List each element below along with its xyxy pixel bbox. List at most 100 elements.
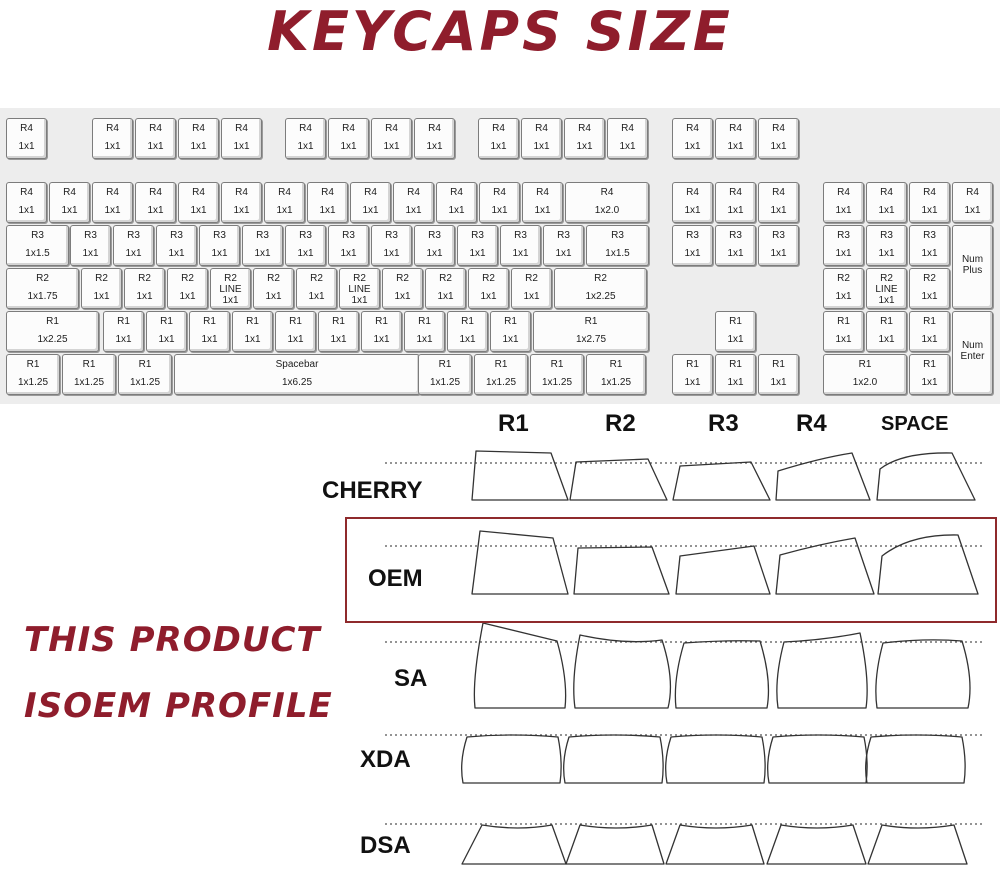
keycap-row-label: R4 [428, 123, 441, 134]
keycap-size-label: 1x1 [190, 205, 207, 216]
keycap-size-label: 1x1 [576, 141, 593, 152]
product-note-line2: ISOEM PROFILE [24, 686, 333, 726]
keycap-size-label: 1x1.75 [27, 291, 58, 302]
keycap-row-label: R1 [438, 359, 452, 370]
keycap-row-label: R1 [494, 359, 508, 370]
keycap-row-label: R2 [482, 273, 495, 284]
keycap-row-label: R4 [686, 187, 699, 198]
keycap-size-label: 1x1 [459, 334, 476, 345]
keycap-size-label: 1x1 [383, 141, 400, 152]
keycap-row-label: R4 [493, 187, 506, 198]
keycap-size-label: 1x1 [727, 248, 744, 259]
dsa-r3-outline [665, 824, 765, 865]
keycap-row-label: R3 [686, 230, 699, 241]
oem-space-outline [877, 534, 979, 595]
keycap-size-label: 1x1 [555, 248, 572, 259]
keycap-row-label: R2 [923, 273, 936, 284]
profile-label-sa: SA [394, 665, 428, 692]
keycap-size-label: 1x1 [179, 291, 196, 302]
keycap-size-label: 1x2.0 [852, 377, 878, 388]
keycap-size-label: 1x1 [437, 291, 454, 302]
keycap-row-label: R1 [160, 316, 173, 327]
keycap-row-label: R1 [858, 359, 872, 370]
keycap-row-label: R4 [535, 123, 548, 134]
keycap-row-label: R4 [729, 187, 742, 198]
xda-r1-outline [461, 734, 562, 784]
keycap-size-label: 1x1 [136, 291, 153, 302]
keycap-row-label: R1 [584, 316, 598, 327]
keycap-row-label: R4 [772, 187, 785, 198]
keycap-size-label: 1x1 [684, 141, 701, 152]
keycap-row-label: R4 [407, 187, 420, 198]
dsa-r4-outline [766, 824, 867, 865]
keycap-size-label: 1x1 [340, 248, 357, 259]
keycap-size-label: 1x6.25 [281, 377, 313, 388]
keycap-size-label: 1x1 [490, 141, 507, 152]
keycap-size-label: 1x1 [770, 205, 787, 216]
keycap-row-label: R4 [321, 187, 334, 198]
keycap-size-label: 1x1 [104, 141, 121, 152]
keycap-row-label: R2 [267, 273, 280, 284]
keycap-row-label: R1 [375, 316, 388, 327]
keycap-size-label: 1x1 [534, 205, 551, 216]
keycap-size-label: 1x1 [297, 248, 314, 259]
keycap-size-label: 1x1 [512, 248, 529, 259]
keycap-row-label: R1 [246, 316, 259, 327]
keycap-row-label: R2 [181, 273, 194, 284]
sa-space-outline [875, 639, 971, 709]
keycap-size-label: 1x1 [878, 248, 895, 259]
keycap-row-label: R4 [235, 123, 248, 134]
keycap-r1: R1 1x2.0 [823, 354, 907, 395]
keycap-size-label: 1x1 [835, 334, 852, 345]
keycap-row-label: R2 [310, 273, 323, 284]
keycap-row-label: R1 [609, 359, 623, 370]
column-label-space: SPACE [881, 413, 949, 435]
keycap-size-label: 1x1 [233, 141, 250, 152]
keycap-row-label: R3 [256, 230, 269, 241]
keycap-size-label: 1x1 [297, 141, 314, 152]
keycap-size-label: 1x1 [233, 205, 250, 216]
keycap-row-label: R1 [880, 316, 893, 327]
keycap-row-label: R4 [772, 123, 785, 134]
highlight-box [345, 517, 997, 623]
keycap-row-label: R2 [95, 273, 108, 284]
keycap-row-label: R2 [224, 273, 237, 284]
sa-r4-outline [776, 632, 868, 709]
keycap-row-label: R3 [611, 230, 624, 241]
keycap-size-label: 1x1 [448, 205, 465, 216]
keycap-size-label: 1x1.25 [541, 377, 573, 388]
keycap-row-label: R4 [364, 187, 377, 198]
cherry-r3-outline [672, 461, 771, 501]
dsa-r2-outline [565, 824, 665, 865]
keycap-row-label: R4 [600, 187, 614, 198]
keycap-size-label: 1x1 [921, 248, 938, 259]
